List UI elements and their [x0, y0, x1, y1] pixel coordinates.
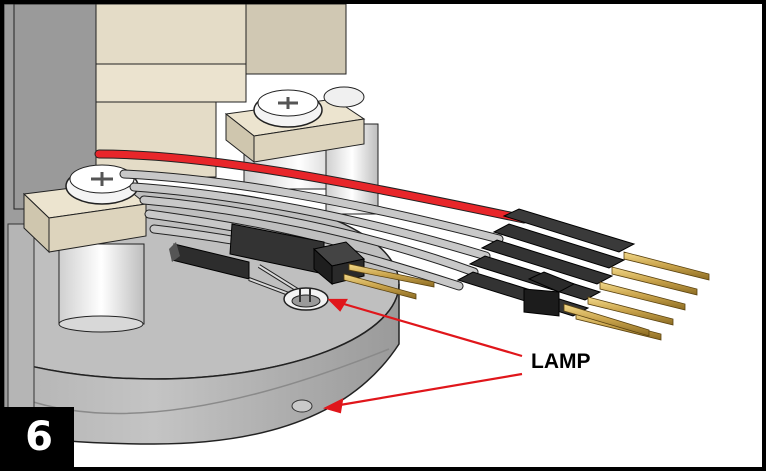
arrow-head-top	[327, 298, 348, 312]
lamp-label: LAMP	[531, 350, 591, 373]
screw-left	[65, 164, 139, 205]
lamp-sleeves	[169, 223, 325, 280]
arrow-head-bottom	[322, 398, 344, 414]
round-spacer	[323, 86, 365, 108]
lamp-connector	[312, 241, 435, 300]
support-post-left	[58, 243, 145, 333]
assembly-illustration	[4, 4, 710, 445]
lamp-callout-arrows	[322, 298, 523, 414]
screw-right	[253, 89, 323, 128]
header-pins	[563, 251, 710, 341]
lamp-hole	[283, 287, 329, 311]
wire-bundle	[94, 149, 529, 291]
arrow-to-lamp-bottom	[333, 372, 523, 408]
header-connectors	[456, 208, 636, 317]
arrow-to-lamp-hole	[336, 300, 523, 358]
step-number-badge: 6	[4, 407, 74, 467]
